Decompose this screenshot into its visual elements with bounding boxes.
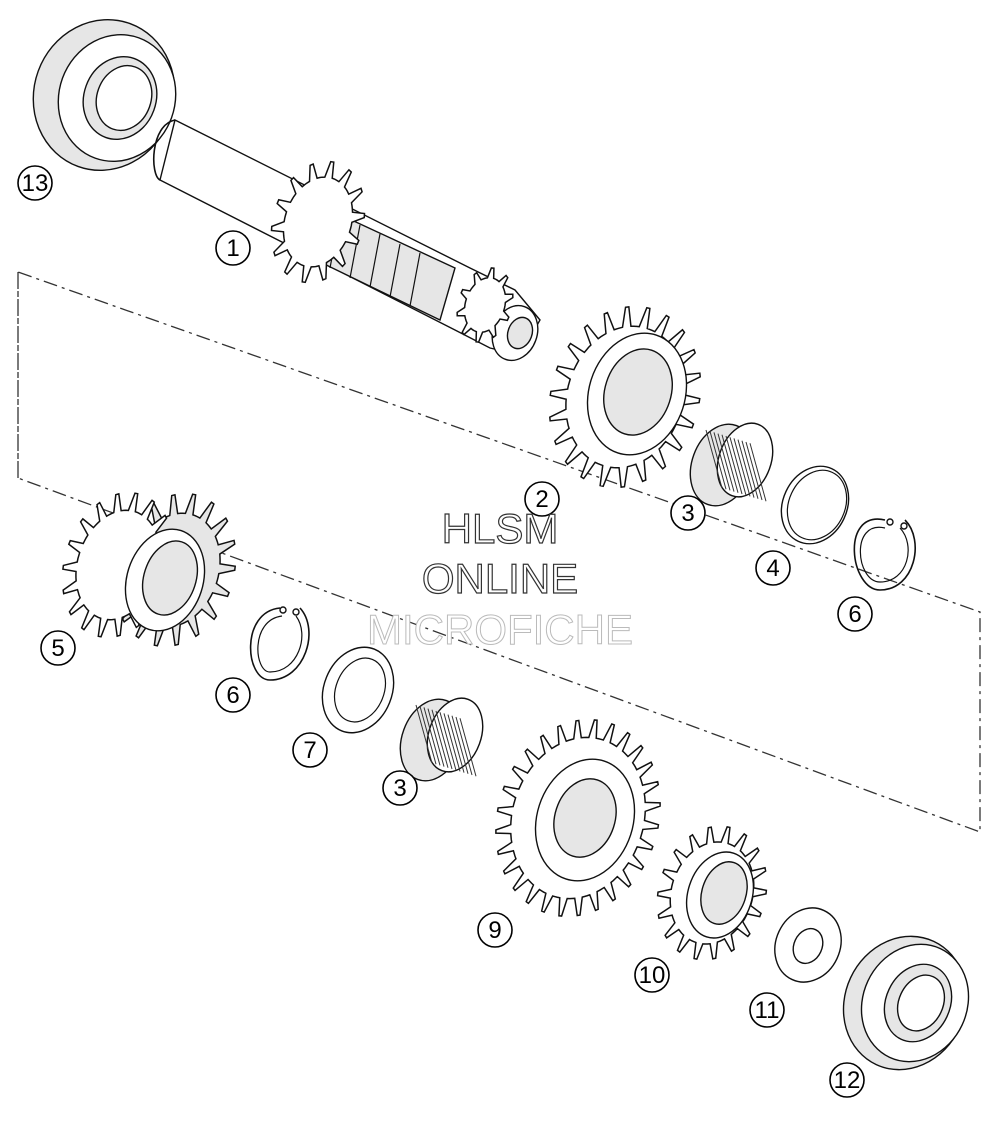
needles-b-needle bbox=[431, 709, 449, 768]
needles-b-needle bbox=[419, 706, 437, 765]
double-gear-5 bbox=[62, 492, 237, 647]
needles-b-needle bbox=[451, 715, 469, 774]
callout-label-c12: 12 bbox=[834, 1067, 861, 1094]
needles-a-needle bbox=[733, 438, 751, 497]
callout-label-c6b: 6 bbox=[226, 682, 239, 709]
callout-label-c3b: 3 bbox=[393, 775, 406, 802]
needles-a-needle bbox=[717, 433, 735, 492]
callout-circle-c13 bbox=[17, 165, 53, 201]
gear-9 bbox=[495, 719, 661, 917]
bearing-13 bbox=[32, 18, 177, 172]
needles-b-needle bbox=[427, 708, 445, 767]
callout-circle-c12 bbox=[829, 1062, 865, 1098]
gear-10 bbox=[656, 825, 768, 961]
needle-bearing-3-lower bbox=[399, 697, 484, 782]
callout-label-c6a: 6 bbox=[848, 601, 861, 628]
gear-2 bbox=[548, 306, 702, 488]
needles-a-needle bbox=[721, 434, 739, 493]
splined-washer-7 bbox=[321, 646, 395, 734]
needles-a-needle bbox=[749, 443, 767, 502]
needles-a-needle bbox=[725, 435, 743, 495]
circlip-6-lower bbox=[249, 606, 310, 681]
needles-a-needle bbox=[745, 441, 763, 501]
assembly-frame-line bbox=[17, 271, 981, 833]
callout-label-c9: 9 bbox=[488, 917, 501, 944]
callout-label-c7: 7 bbox=[303, 737, 316, 764]
needles-b-needle bbox=[455, 716, 473, 776]
callout-circle-c1 bbox=[215, 230, 251, 266]
needles-a-needle bbox=[737, 439, 755, 498]
needles-a-needle bbox=[705, 429, 723, 489]
callout-circle-c11 bbox=[749, 992, 785, 1028]
circlip-6-upper bbox=[853, 518, 916, 591]
callout-label-c13: 13 bbox=[22, 170, 49, 197]
callout-label-c10: 10 bbox=[639, 962, 666, 989]
needles-b-needle bbox=[423, 707, 441, 766]
callout-label-c1: 1 bbox=[226, 235, 239, 262]
needles-b-needle bbox=[447, 714, 465, 773]
gear-shaft-teeth bbox=[270, 160, 366, 284]
callout-circle-c4 bbox=[755, 550, 791, 586]
callout-label-c5: 5 bbox=[51, 635, 64, 662]
needle-bearing-3-upper bbox=[689, 422, 774, 507]
callout-circle-c2 bbox=[524, 481, 560, 517]
gear-shaft-small-teeth bbox=[456, 267, 514, 343]
needles-b-needle bbox=[439, 712, 457, 771]
input-shaft-1 bbox=[152, 118, 541, 362]
needles-b-needle bbox=[459, 718, 477, 777]
callout-circle-c9 bbox=[477, 912, 513, 948]
callout-circle-c5 bbox=[40, 630, 76, 666]
callout-circle-c10 bbox=[634, 957, 670, 993]
needles-a-needle bbox=[729, 437, 747, 496]
callout-label-c11: 11 bbox=[755, 997, 780, 1024]
washer-4 bbox=[780, 465, 850, 545]
needles-b-needle bbox=[415, 704, 433, 764]
callout-circle-c6b bbox=[215, 677, 251, 713]
needles-b-needle bbox=[435, 710, 453, 770]
bearing-12 bbox=[842, 935, 970, 1071]
washer-11 bbox=[774, 907, 842, 983]
callout-circle-c6a bbox=[837, 596, 873, 632]
needles-a-needle bbox=[741, 440, 759, 499]
needles-a-needle bbox=[713, 432, 731, 491]
callout-label-c3a: 3 bbox=[681, 500, 694, 527]
callout-circle-c3b bbox=[382, 770, 418, 806]
needles-b-needle bbox=[443, 713, 461, 772]
callout-label-c2: 2 bbox=[535, 486, 548, 513]
needles-a-needle bbox=[709, 431, 727, 490]
callout-circle-c7 bbox=[292, 732, 328, 768]
callout-circle-c3a bbox=[670, 495, 706, 531]
callout-label-c4: 4 bbox=[766, 555, 779, 582]
